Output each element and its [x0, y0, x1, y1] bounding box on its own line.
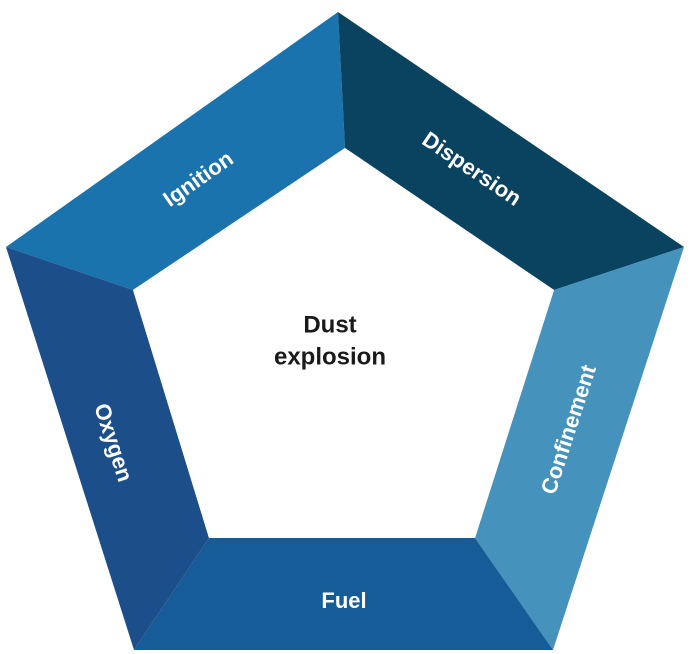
center-label-line1: Dust — [303, 311, 356, 338]
label-fuel: Fuel — [321, 588, 366, 613]
inner-pentagon — [133, 148, 554, 538]
center-label-line2: explosion — [274, 343, 386, 370]
segment-ignition — [6, 12, 345, 290]
segment-fuel — [134, 538, 553, 650]
segment-confinement — [475, 247, 684, 650]
segment-dispersion — [338, 12, 684, 290]
segment-oxygen — [6, 247, 209, 650]
